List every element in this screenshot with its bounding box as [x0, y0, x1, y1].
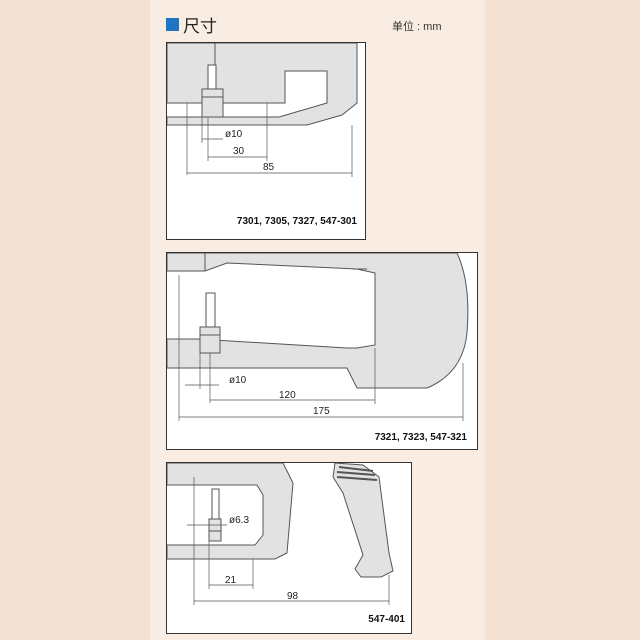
- dim-inner: 30: [233, 146, 245, 157]
- section-title: 尺寸: [166, 12, 217, 37]
- diagram-547-401: ø6.3 21 98 547-401: [166, 462, 412, 634]
- unit-label: 单位 : mm: [392, 21, 442, 33]
- diagram-7321: ø10 120 175 7321, 7323, 547-321: [166, 252, 478, 450]
- model-label: 7321, 7323, 547-321: [374, 432, 467, 443]
- diagram-7301: ø10 30 85 7301, 7305, 7327, 547-301: [166, 42, 366, 240]
- section-title-text: 尺寸: [183, 17, 217, 36]
- dim-overall: 175: [313, 406, 330, 417]
- title-marker-icon: [166, 18, 179, 31]
- model-label: 7301, 7305, 7327, 547-301: [236, 216, 357, 227]
- dim-inner: 120: [279, 390, 296, 401]
- dim-overall: 85: [263, 162, 275, 173]
- dim-diameter: ø6.3: [229, 515, 249, 526]
- dim-diameter: ø10: [225, 129, 243, 140]
- dim-inner: 21: [225, 575, 237, 586]
- dim-overall: 98: [287, 591, 299, 602]
- dim-diameter: ø10: [229, 375, 247, 386]
- model-label: 547-401: [368, 614, 405, 625]
